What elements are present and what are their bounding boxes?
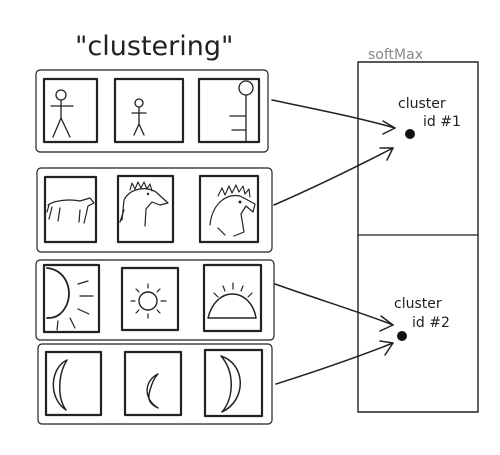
softmax-panel: softMax [357, 47, 479, 413]
stick-figure-icon [42, 77, 99, 144]
cluster-2-word: cluster [394, 296, 442, 312]
arrows [271, 99, 396, 385]
row-suns-outline [35, 259, 275, 341]
sunrise-icon [202, 263, 263, 333]
arrow-suns-to-cluster-2 [274, 283, 394, 326]
row-moons [37, 343, 273, 425]
stick-figure-icon [113, 77, 185, 144]
sun-icon [120, 266, 180, 332]
stick-figure-icon [197, 77, 261, 144]
crescent-moon-icon [44, 350, 103, 417]
cluster-2-dot [397, 331, 407, 341]
arrow-moons-to-cluster-2 [275, 342, 394, 385]
row-suns [35, 259, 275, 341]
row-moons-outline [37, 343, 273, 425]
row-people-outline [35, 69, 269, 153]
cluster-1-id: id #1 [423, 114, 461, 130]
diagram-title: "clustering" [75, 31, 233, 62]
cluster-node-2: cluster id #2 [394, 296, 450, 341]
horse-icon [43, 175, 98, 244]
arrow-people-to-cluster-1 [271, 99, 396, 129]
crescent-moon-icon [203, 348, 264, 418]
arrow-animals-to-cluster-1 [273, 147, 394, 206]
cluster-1-dot [405, 129, 415, 139]
sun-corner-icon [42, 263, 101, 334]
cluster-node-1: cluster id #1 [398, 96, 461, 139]
anteater-icon [116, 174, 175, 244]
cluster-1-word: cluster [398, 96, 446, 112]
row-animals-outline [36, 167, 273, 253]
crescent-moon-icon [123, 350, 183, 417]
cluster-2-id: id #2 [412, 315, 450, 331]
softmax-label: softMax [368, 47, 423, 63]
row-animals [36, 167, 273, 253]
row-people [35, 69, 269, 153]
anteater-icon [198, 174, 260, 244]
